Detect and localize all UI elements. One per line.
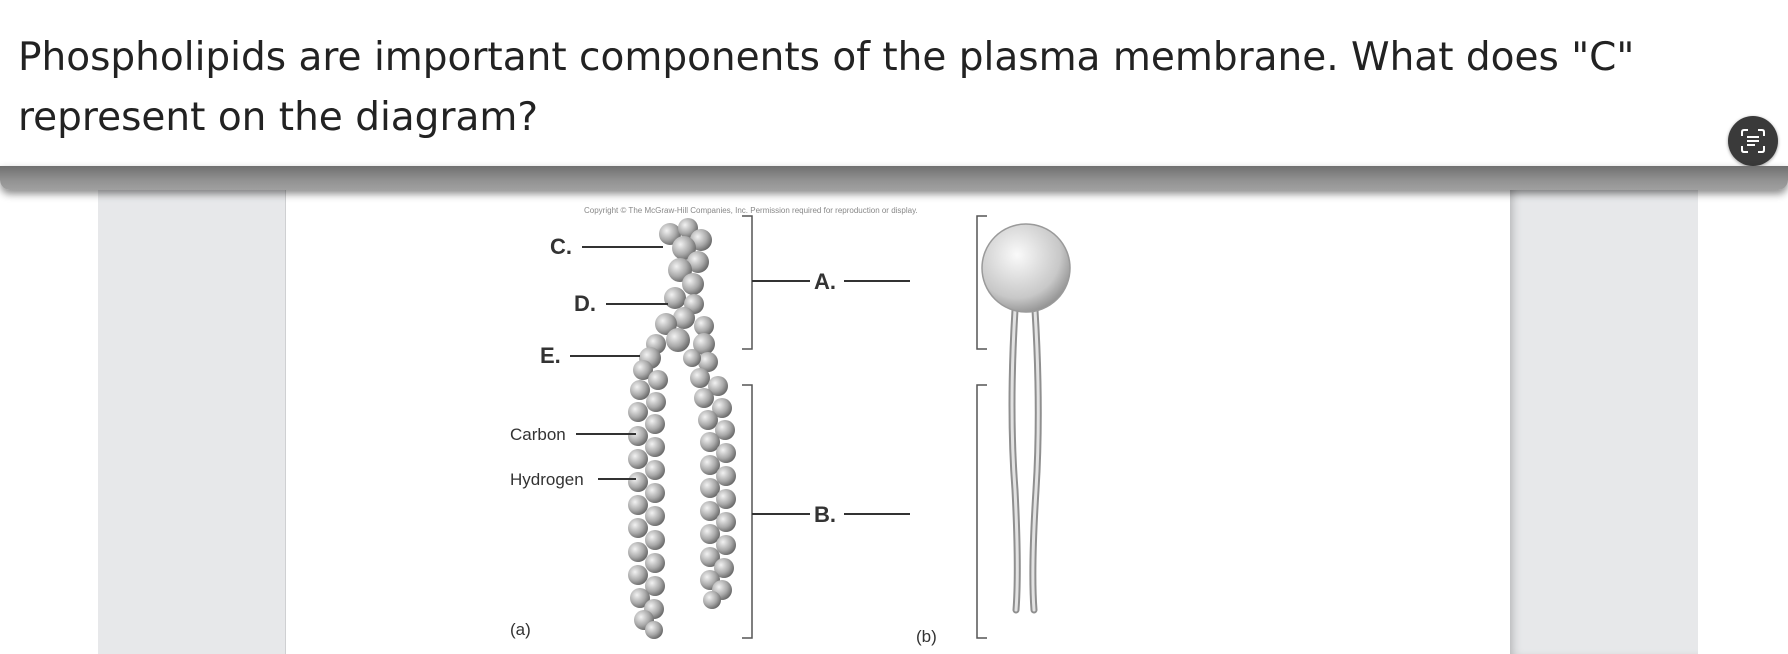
svg-text:C.: C. [550,234,572,259]
viewer-right-margin [1510,190,1698,654]
text-scan-button[interactable] [1728,116,1778,166]
svg-text:D.: D. [574,291,596,316]
label-hydrogen: Hydrogen [510,470,584,489]
text-scan-icon [1741,129,1765,153]
label-carbon: Carbon [510,425,566,444]
svg-text:E.: E. [540,343,561,368]
copyright-notice: Copyright © The McGraw-Hill Companies, I… [584,206,918,215]
phospholipid-symbol [981,223,1071,614]
label-d: D. [574,291,596,316]
question-text: Phospholipids are important components o… [18,35,1635,140]
viewer-left-margin [98,190,286,654]
panel-a-label: (a) [510,620,531,639]
label-e: E. [540,343,561,368]
bracket-leader-lines [752,280,910,515]
document-page: Copyright © The McGraw-Hill Companies, I… [286,190,1510,654]
phospholipid-diagram: Copyright © The McGraw-Hill Companies, I… [510,206,1071,646]
space-filling-model [628,218,736,639]
label-b: B. [814,502,836,527]
panel-b-label: (b) [916,627,937,646]
label-a: A. [814,269,836,294]
document-viewer[interactable]: Copyright © The McGraw-Hill Companies, I… [0,190,1788,654]
brackets [742,215,987,639]
label-c: C. [550,234,572,259]
label-leader-lines [570,246,668,480]
content-divider [0,166,1788,190]
